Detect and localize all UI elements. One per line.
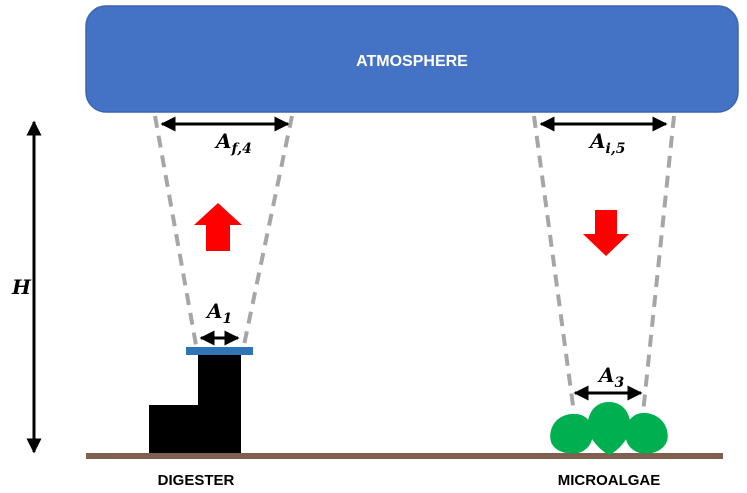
atmosphere-label: ATMOSPHERE: [356, 53, 468, 70]
microalgae-plume-left-edge: [532, 115, 576, 414]
microalgae-plume-right-edge: [641, 115, 676, 414]
microalgae-area-dimension: A3: [573, 363, 643, 401]
microalgae-area-label: A3: [597, 363, 625, 391]
atmosphere: ATMOSPHERE: [85, 5, 739, 113]
height-dimension: H: [11, 120, 42, 454]
microalgae-cluster: [550, 402, 668, 455]
digester-tower: [198, 355, 241, 453]
ground-line: [86, 453, 723, 459]
microalgae-label: MICROALGAE: [558, 472, 661, 489]
microalgae-blob-left: [550, 413, 593, 454]
digester: [149, 347, 253, 453]
upward-flow-arrow: [194, 203, 242, 251]
microalgae-plume: [532, 115, 676, 414]
height-label: H: [11, 275, 32, 299]
digester-plume-area-dimension: Af,4: [160, 116, 290, 157]
digester-outlet-area-label: A1: [205, 299, 232, 327]
downward-flow-arrow: [583, 210, 629, 256]
microalgae-blob-center: [587, 402, 631, 455]
digester-lower-block: [149, 405, 201, 453]
digester-outlet-area-dimension: A1: [199, 299, 240, 346]
atmosphere-box: [85, 5, 739, 113]
microalgae-plume-area-label: Ai,5: [588, 129, 625, 157]
digester-outlet: [186, 347, 253, 355]
digester-plume-left-edge: [153, 115, 198, 346]
microalgae-blob-right: [625, 412, 668, 454]
digester-plume-area-label: Af,4: [214, 129, 252, 157]
microalgae-plume-area-dimension: Ai,5: [539, 116, 668, 157]
digester-label: DIGESTER: [158, 472, 235, 489]
